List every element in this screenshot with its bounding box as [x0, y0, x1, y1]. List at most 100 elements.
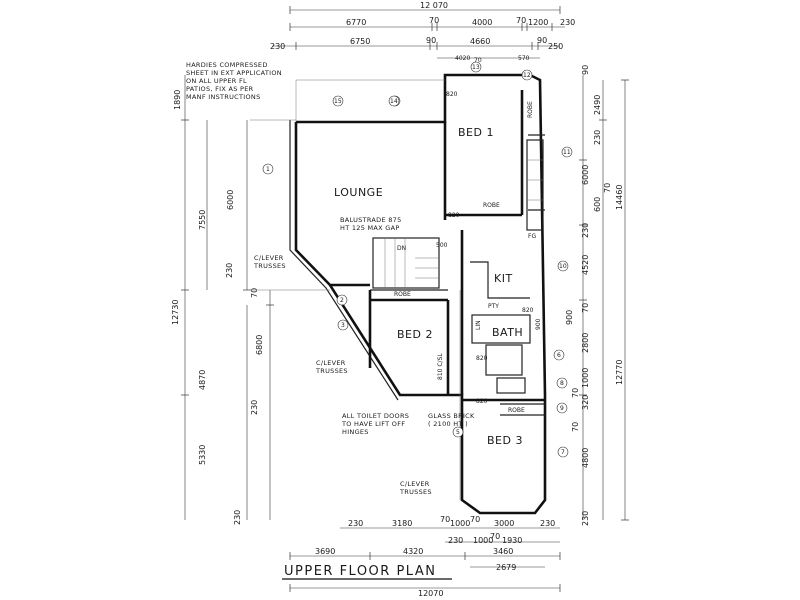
dim-top-r2-2: 90: [426, 36, 436, 45]
marker-10: 10: [559, 263, 567, 270]
dim-left-8: 5330: [198, 445, 207, 465]
right-dimensions: 90 2490 230 6000 600 70 14460 230 4520 7…: [565, 65, 629, 526]
room-bed2: BED 2: [397, 328, 433, 341]
dim-bottom-r1-2: 70: [440, 515, 450, 524]
dim-right-11: 2800: [581, 333, 590, 353]
room-robe3: ROBE: [508, 407, 525, 414]
room-linen: LIN: [475, 320, 482, 330]
markers: 1 2 3 4 5 6 7 8 9 10 11 12 13 15 14: [262, 61, 573, 458]
dim-top-r1-3: 70: [516, 16, 526, 25]
dim-bottom-r3-0: 3690: [315, 547, 335, 556]
note-door-810: 810 C/SL: [437, 353, 444, 380]
note-door-900: 900: [535, 318, 542, 330]
dim-bottom-r2-0: 230: [448, 536, 463, 545]
dim-bottom-r1-1: 3180: [392, 519, 412, 528]
dim-right-13: 70: [571, 388, 580, 398]
dim-top-r1-0: 6770: [346, 18, 366, 27]
dim-bottom-overall: 12070: [418, 589, 443, 598]
dim-bottom-r3-2: 3460: [493, 547, 513, 556]
room-robe1: ROBE: [483, 202, 500, 209]
walls: [250, 73, 547, 515]
note-hardies-4: MANF INSTRUCTIONS: [186, 93, 261, 101]
room-robe2: ROBE: [394, 291, 411, 298]
dim-left-10: 230: [233, 510, 242, 525]
marker-2: 2: [340, 297, 344, 304]
marker-6: 6: [557, 352, 561, 359]
note-hardies-0: HARDIES COMPRESSED: [186, 61, 268, 69]
dim-top-r2-0: 230: [270, 42, 285, 51]
dim-left-4: 70: [250, 288, 259, 298]
dim-right-17: 4800: [581, 448, 590, 468]
room-lounge: LOUNGE: [334, 186, 383, 199]
note-glass-0: GLASS BRICK: [428, 412, 475, 420]
dim-right-18: 230: [581, 511, 590, 526]
dim-top-r3-0: 4020: [455, 55, 470, 62]
marker-9: 9: [560, 405, 564, 412]
note-hardies-2: ON ALL UPPER FL: [186, 77, 247, 85]
dim-right-4: 600: [593, 197, 602, 212]
dim-right-12: 12770: [615, 360, 624, 385]
dim-right-0: 90: [581, 65, 590, 75]
dim-left-1: 7550: [198, 210, 207, 230]
room-robe-side: ROBE: [527, 101, 534, 118]
room-labels: LOUNGE BED 1 BED 2 BED 3 KIT BATH ROBE R…: [334, 101, 536, 447]
dim-top-r2-1: 6750: [350, 37, 370, 46]
note-clever3-0: C/LEVER: [400, 480, 430, 488]
note-hardies-3: PATIOS, FIX AS PER: [186, 85, 254, 93]
dim-bottom-r3-1: 4320: [403, 547, 423, 556]
bottom-dimensions: 230 3180 70 1000 70 3000 230 230 1000 70…: [289, 515, 561, 598]
dim-left-3: 230: [225, 263, 234, 278]
note-toilet-2: HINGES: [342, 428, 369, 436]
title-block: UPPER FLOOR PLAN: [282, 564, 452, 580]
dim-top-r1-4: 1200: [528, 18, 548, 27]
room-bed3: BED 3: [487, 434, 523, 447]
note-door-820-e: 820: [522, 307, 534, 314]
dim-left-9: 230: [250, 400, 259, 415]
note-door-820-c: 820: [476, 355, 488, 362]
room-pty: PTY: [488, 303, 499, 310]
note-balustrade-1: HT 125 MAX GAP: [340, 224, 400, 232]
dim-right-1: 2490: [593, 95, 602, 115]
note-hardies-1: SHEET IN EXT APPLICATION: [186, 69, 282, 77]
marker-15: 15: [334, 98, 342, 105]
dim-top-r3-1: 70: [474, 57, 482, 64]
dim-right-7: 230: [581, 223, 590, 238]
dim-right-10: 900: [565, 310, 574, 325]
dim-right-8: 4520: [581, 255, 590, 275]
dim-top-overall: 12 070: [420, 1, 448, 10]
dim-top-r3-2: 570: [518, 55, 530, 62]
note-door-820-a: 820: [448, 212, 460, 219]
dim-top-r2-3: 4660: [470, 37, 490, 46]
dim-right-15: 320: [581, 395, 590, 410]
dim-bottom-r2-2: 70: [490, 532, 500, 541]
dim-top-r1-2: 4000: [472, 18, 492, 27]
dim-left-7: 12730: [171, 300, 180, 325]
marker-11: 11: [563, 149, 571, 156]
dim-left-0: 1890: [173, 90, 182, 110]
top-dimensions: 12 070 6770 70 4000 70 1200 230 230 6750…: [270, 1, 575, 64]
dim-bottom-r1-5: 3000: [494, 519, 514, 528]
note-clever1-0: C/LEVER: [254, 254, 284, 262]
dim-bottom-r4: 2679: [496, 563, 516, 572]
stair-dn: DN: [397, 245, 406, 252]
dim-left-5: 6800: [255, 335, 264, 355]
note-clever3-1: TRUSSES: [399, 488, 432, 496]
dim-bottom-r2-3: 1930: [502, 536, 522, 545]
dim-right-9: 70: [581, 303, 590, 313]
dim-right-3: 6000: [581, 165, 590, 185]
marker-8: 8: [560, 380, 564, 387]
dim-top-r2-5: 250: [548, 42, 563, 51]
note-toilet-1: TO HAVE LIFT OFF: [341, 420, 405, 428]
marker-12: 12: [523, 72, 531, 79]
note-balustrade-0: BALUSTRADE 875: [340, 216, 402, 224]
dim-right-14: 1000: [581, 368, 590, 388]
note-clever1-1: TRUSSES: [253, 262, 286, 270]
dim-right-16: 70: [571, 422, 580, 432]
dim-top-r1-1: 70: [429, 16, 439, 25]
plan-title: UPPER FLOOR PLAN: [284, 564, 436, 579]
left-dimensions: 1890 7550 6000 230 70 6800 4870 12730 53…: [171, 75, 274, 525]
marker-3: 3: [341, 322, 345, 329]
dim-top-r1-5: 230: [560, 18, 575, 27]
dim-left-6: 4870: [198, 370, 207, 390]
